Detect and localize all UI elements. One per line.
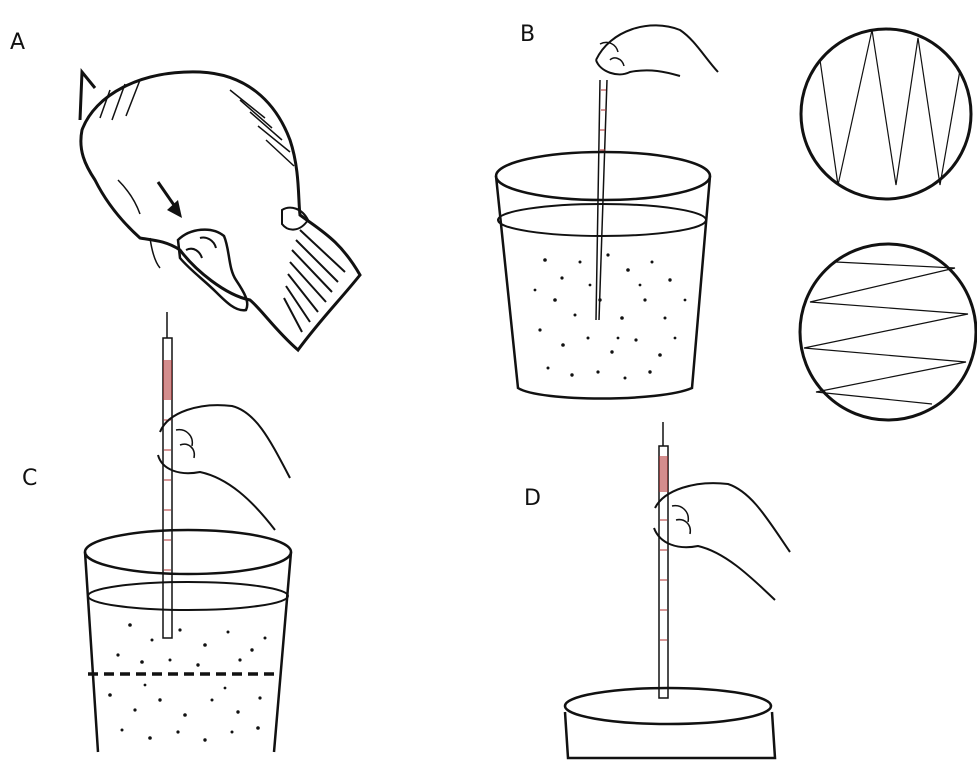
hand-icon-c [158,405,290,530]
panel-b [496,25,976,420]
pipette-icon-d [659,422,668,698]
zigzag-pattern-icon [801,29,971,199]
streak-pattern-icon [800,244,976,420]
panel-a [80,72,360,350]
pipette-icon-c [163,312,172,638]
hand-icon-a [178,230,247,311]
hand-icon-d [654,483,790,600]
beaker-icon-c [85,530,291,752]
panel-d [565,422,790,758]
fish-icon [80,72,360,350]
panel-c [85,312,291,752]
hand-icon-b [596,25,718,76]
suspension-dots-c [108,623,266,742]
down-arrow-icon [158,182,182,218]
suspension-dots-b [534,253,687,379]
petri-dish-icon [565,688,775,758]
